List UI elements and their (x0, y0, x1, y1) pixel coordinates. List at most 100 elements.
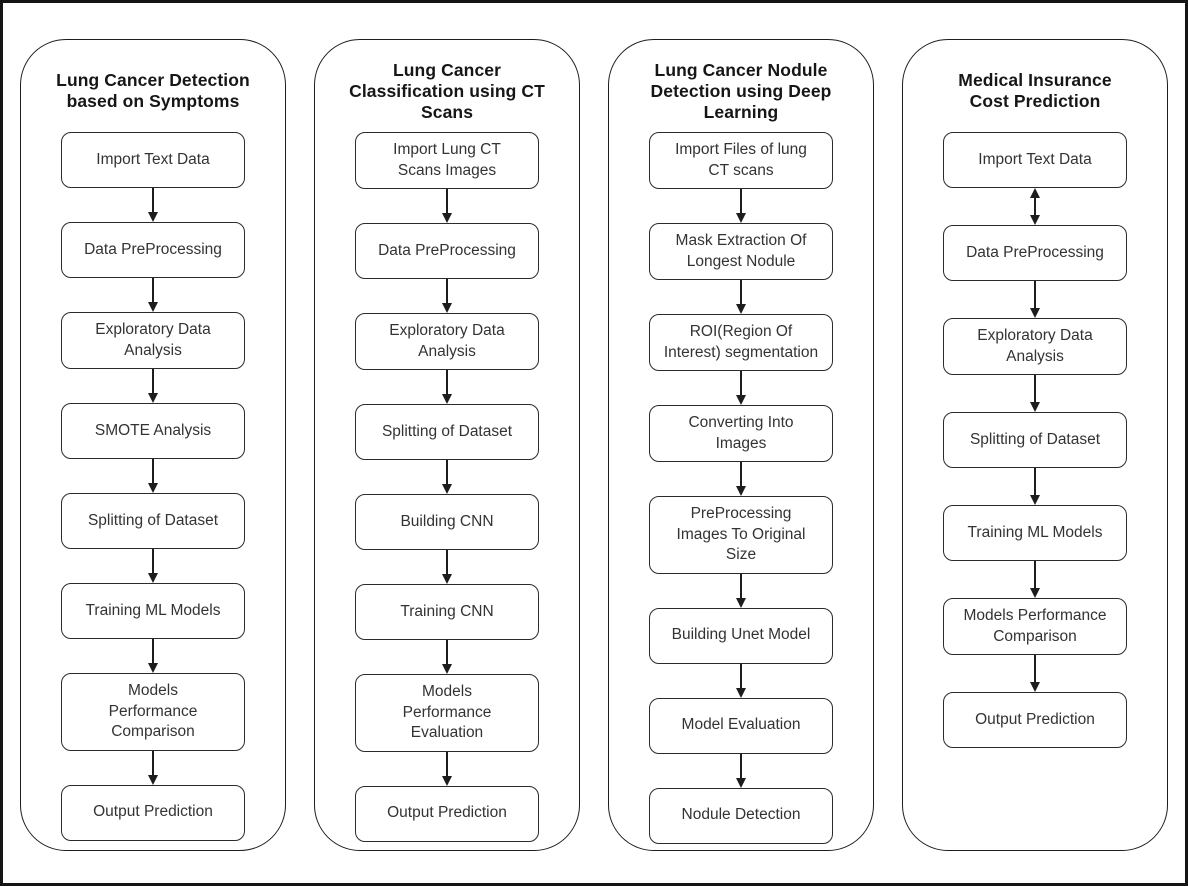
step-box: Data PreProcessing (943, 225, 1127, 281)
step-label: Models (422, 683, 472, 700)
step-box: Output Prediction (943, 692, 1127, 748)
step-label: Longest Nodule (686, 252, 796, 270)
step-label: Training CNN (400, 602, 494, 620)
arrow-down-connector (436, 640, 458, 674)
step-box: Output Prediction (355, 785, 539, 842)
arrow-shaft (1034, 655, 1036, 689)
step-label: Output Prediction (975, 710, 1095, 728)
step-box: SMOTE Analysis (61, 403, 245, 459)
arrow-down-connector (1024, 281, 1046, 318)
step-label: Models (128, 682, 178, 699)
step-label: Converting Into (688, 414, 794, 431)
step-label: Data PreProcessing (84, 240, 222, 258)
arrow-down-connector (730, 280, 752, 314)
step-box: Splitting of Dataset (355, 404, 539, 460)
arrow-down-connector (436, 189, 458, 223)
step-box: Import Text Data (61, 132, 245, 188)
arrow-shaft (152, 278, 154, 309)
pipeline-title-line: Classification using CT (349, 80, 545, 101)
arrow-down-connector (142, 639, 164, 673)
pipeline-title-line: Lung Cancer (392, 59, 502, 80)
arrow-down-connector (436, 751, 458, 786)
step-box: Output Prediction (61, 784, 245, 841)
step-box: Import Lung CT Scans Images (355, 132, 539, 189)
step-label: Scans Images (397, 161, 497, 179)
step-label: Nodule Detection (681, 806, 801, 824)
pipeline-title-line: Scans (420, 101, 474, 122)
arrow-shaft (446, 460, 448, 491)
step-box: Import Text Data (943, 132, 1127, 188)
step-box: Training ML Models (943, 505, 1127, 561)
step-label: Import Lung CT (393, 141, 501, 158)
pipeline-title-line: based on Symptoms (66, 91, 240, 111)
arrow-down-connector (1024, 375, 1046, 412)
step-box: Data PreProcessing (355, 223, 539, 279)
arrow-shaft (446, 370, 448, 401)
step-box: Import Files of lung CT scans (649, 132, 833, 189)
step-label: Performance (108, 702, 198, 720)
step-label: Import Text Data (96, 150, 210, 168)
arrow-down-connector (142, 549, 164, 583)
step-label: ROI(Region Of (689, 323, 793, 340)
arrow-shaft (1034, 281, 1036, 315)
arrow-down-connector (142, 459, 164, 493)
step-label: Models Performance (963, 607, 1107, 624)
step-label: Analysis (1006, 347, 1064, 365)
step-label: Splitting of Dataset (381, 422, 513, 440)
step-label: Comparison (111, 723, 195, 740)
step-label: Images To Original (676, 525, 806, 543)
arrow-shaft (1034, 375, 1036, 409)
step-box: Splitting of Dataset (61, 493, 245, 549)
step-box: Data PreProcessing (61, 222, 245, 278)
step-label: Size (725, 546, 757, 563)
arrow-down-connector (730, 189, 752, 223)
step-box: Training CNN (355, 584, 539, 640)
step-box: Nodule Detection (649, 787, 833, 844)
step-label: Analysis (418, 342, 476, 360)
step-label: Import Files of lung (675, 141, 807, 158)
pipeline-title-line: Lung Cancer Nodule (654, 59, 828, 80)
step-label: Images (715, 434, 767, 452)
arrow-down-connector (436, 370, 458, 404)
step-label: PreProcessing (690, 505, 792, 522)
arrow-down-connector (436, 460, 458, 494)
pipeline-title-line: Lung Cancer Detection (56, 70, 250, 90)
arrow-shaft (740, 371, 742, 402)
step-box: Building Unet Model (649, 607, 833, 664)
arrow-shaft (740, 462, 742, 493)
step-label: Analysis (124, 341, 182, 359)
step-label: Training ML Models (967, 523, 1103, 541)
arrow-down-connector (730, 371, 752, 405)
arrow-down-connector (436, 550, 458, 584)
arrow-shaft (446, 751, 448, 783)
step-label: Splitting of Dataset (969, 430, 1101, 448)
pipeline-title-line: Learning (703, 101, 779, 122)
pipeline-title-line: Medical Insurance (958, 70, 1112, 90)
step-box: Training ML Models (61, 583, 245, 639)
step-label: Splitting of Dataset (87, 511, 219, 529)
arrow-down-connector (142, 369, 164, 403)
arrow-shaft (740, 663, 742, 695)
arrow-shaft (152, 639, 154, 670)
step-label: CT scans (708, 161, 774, 179)
arrow-shaft (446, 640, 448, 671)
arrow-shaft (152, 188, 154, 219)
double-headed-arrow-connector (1024, 188, 1046, 225)
arrow-shaft (152, 459, 154, 490)
